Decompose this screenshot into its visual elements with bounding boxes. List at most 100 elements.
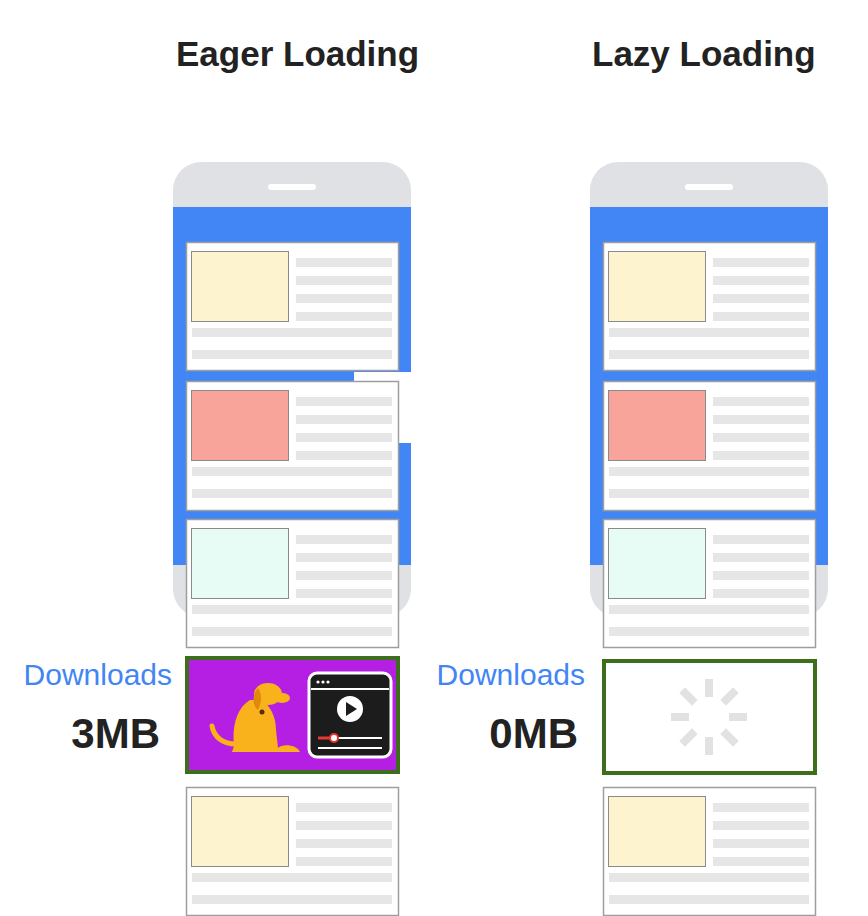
text-line (192, 605, 392, 614)
card-image (609, 391, 706, 461)
card-frame (187, 382, 399, 511)
size-value: 3MB (71, 713, 160, 755)
video-player-icon (309, 673, 391, 757)
text-line (296, 803, 392, 812)
text-line (192, 873, 392, 882)
dog-collar (260, 710, 265, 715)
card-image (192, 797, 289, 867)
text-line (296, 397, 392, 406)
card-frame (604, 788, 816, 916)
play-button (337, 696, 363, 722)
text-line (713, 433, 809, 442)
caption-word: Downloads (437, 660, 585, 690)
content-card (604, 788, 816, 916)
content-card (604, 382, 816, 511)
text-line (296, 433, 392, 442)
card-frame (604, 520, 816, 648)
player-dot (321, 680, 324, 683)
player-dot (326, 680, 329, 683)
text-line (713, 451, 809, 460)
player-rule (311, 688, 389, 690)
dog-ear (254, 688, 262, 710)
spinner-bar (729, 713, 747, 721)
card-image (609, 797, 706, 867)
card-frame (604, 243, 816, 371)
placeholder-frame (604, 661, 815, 773)
text-line (609, 467, 809, 476)
spinner-bar (723, 690, 736, 703)
phone-screen (590, 207, 828, 565)
text-line (713, 312, 809, 321)
card-frame (187, 520, 399, 648)
text-line (296, 312, 392, 321)
text-line (296, 553, 392, 562)
text-line (713, 857, 809, 866)
player-frame (309, 673, 391, 757)
text-line (713, 589, 809, 598)
placeholder-card (604, 661, 815, 773)
text-line (609, 895, 809, 904)
text-line (713, 397, 809, 406)
text-line (192, 328, 392, 337)
text-line (713, 258, 809, 267)
content-card (187, 788, 399, 916)
player-bottom (318, 747, 382, 749)
dog-snout (274, 693, 290, 703)
spinner-bar (705, 679, 713, 697)
text-line (713, 571, 809, 580)
text-line (296, 821, 392, 830)
dog-body (232, 700, 300, 752)
card-image (609, 252, 706, 322)
card-image (192, 252, 289, 322)
size-value: 0MB (489, 713, 578, 755)
text-line (296, 258, 392, 267)
card-frame (187, 788, 399, 916)
text-line (609, 605, 809, 614)
text-line (296, 276, 392, 285)
text-line (713, 415, 809, 424)
text-line (296, 294, 392, 303)
caption-word: Downloads (24, 660, 172, 690)
text-line (609, 489, 809, 498)
dog-icon (212, 683, 300, 752)
content-card (187, 243, 399, 371)
card-image (192, 529, 289, 599)
text-line (192, 895, 392, 904)
content-card (187, 382, 399, 511)
text-line (609, 350, 809, 359)
text-line (713, 839, 809, 848)
card-frame (604, 382, 816, 511)
text-line (713, 276, 809, 285)
text-line (296, 415, 392, 424)
content-card (187, 520, 399, 648)
text-line (609, 873, 809, 882)
text-line (192, 627, 392, 636)
text-line (296, 571, 392, 580)
text-line (296, 451, 392, 460)
text-line (713, 821, 809, 830)
text-line (192, 489, 392, 498)
phone-speaker (268, 184, 316, 190)
text-line (609, 627, 809, 636)
dog-tail (212, 726, 236, 744)
heading: Lazy Loading (592, 36, 816, 71)
media-card (187, 658, 398, 772)
play-triangle (346, 702, 357, 716)
player-dot (316, 680, 319, 683)
spinner-bar (682, 731, 695, 744)
text-line (296, 589, 392, 598)
progress-bar (318, 737, 382, 739)
spinner-bar (682, 690, 695, 703)
text-line (713, 535, 809, 544)
text-line (609, 328, 809, 337)
media-frame (187, 658, 398, 772)
card-frame (187, 243, 399, 371)
progress-knob (330, 734, 338, 742)
spinner-bar (723, 731, 736, 744)
content-card (604, 243, 816, 371)
text-line (296, 535, 392, 544)
phone-speaker (685, 184, 733, 190)
card-image (609, 529, 706, 599)
text-line (296, 839, 392, 848)
